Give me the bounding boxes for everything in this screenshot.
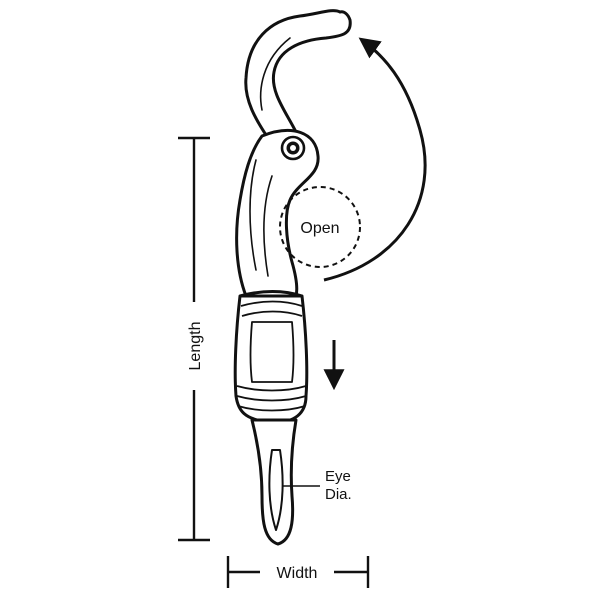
eye-dia-label: Dia.	[325, 486, 352, 503]
open-direction-arrow	[323, 37, 427, 282]
hook-gate	[244, 9, 352, 140]
eye-label: Eye	[325, 468, 351, 485]
width-label: Width	[277, 565, 318, 582]
rivet-icon	[280, 135, 306, 161]
length-label: Length	[187, 322, 204, 371]
swivel-eye	[250, 418, 298, 546]
hook-body	[235, 128, 320, 298]
opening-dashed-circle	[279, 186, 361, 268]
length-dimension	[178, 136, 210, 542]
width-dimension	[226, 556, 370, 588]
sleeve	[233, 290, 309, 424]
open-label: Open	[300, 220, 339, 237]
